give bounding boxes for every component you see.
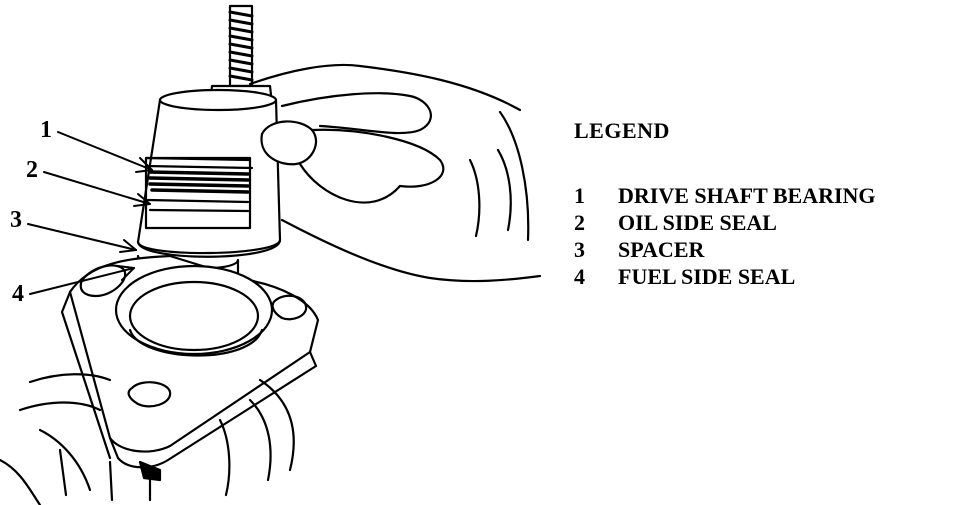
legend-item-number: 4	[574, 263, 618, 290]
legend-item: 4 FUEL SIDE SEAL	[574, 263, 876, 290]
leader-arrow-1	[58, 132, 152, 170]
seal-installation-illustration	[0, 0, 560, 505]
callout-1: 1	[40, 118, 52, 142]
flange-housing	[62, 256, 318, 467]
legend: LEGEND 1 DRIVE SHAFT BEARING 2 OIL SIDE …	[574, 118, 876, 290]
legend-item-label: FUEL SIDE SEAL	[618, 263, 795, 290]
legend-title: LEGEND	[574, 118, 876, 144]
callout-4: 4	[12, 282, 24, 306]
installer-tool	[138, 90, 280, 257]
legend-item: 3 SPACER	[574, 236, 876, 263]
legend-item: 2 OIL SIDE SEAL	[574, 209, 876, 236]
leader-arrow-3	[28, 224, 136, 250]
legend-item-label: DRIVE SHAFT BEARING	[618, 182, 876, 209]
legend-item: 1 DRIVE SHAFT BEARING	[574, 182, 876, 209]
hand	[250, 65, 540, 281]
leader-arrow-2	[44, 172, 150, 204]
legend-item-number: 3	[574, 236, 618, 263]
legend-item-label: OIL SIDE SEAL	[618, 209, 777, 236]
legend-item-number: 1	[574, 182, 618, 209]
callout-2: 2	[26, 158, 38, 182]
legend-item-label: SPACER	[618, 236, 704, 263]
leader-arrows	[28, 132, 152, 294]
legend-item-number: 2	[574, 209, 618, 236]
callout-3: 3	[10, 208, 22, 232]
